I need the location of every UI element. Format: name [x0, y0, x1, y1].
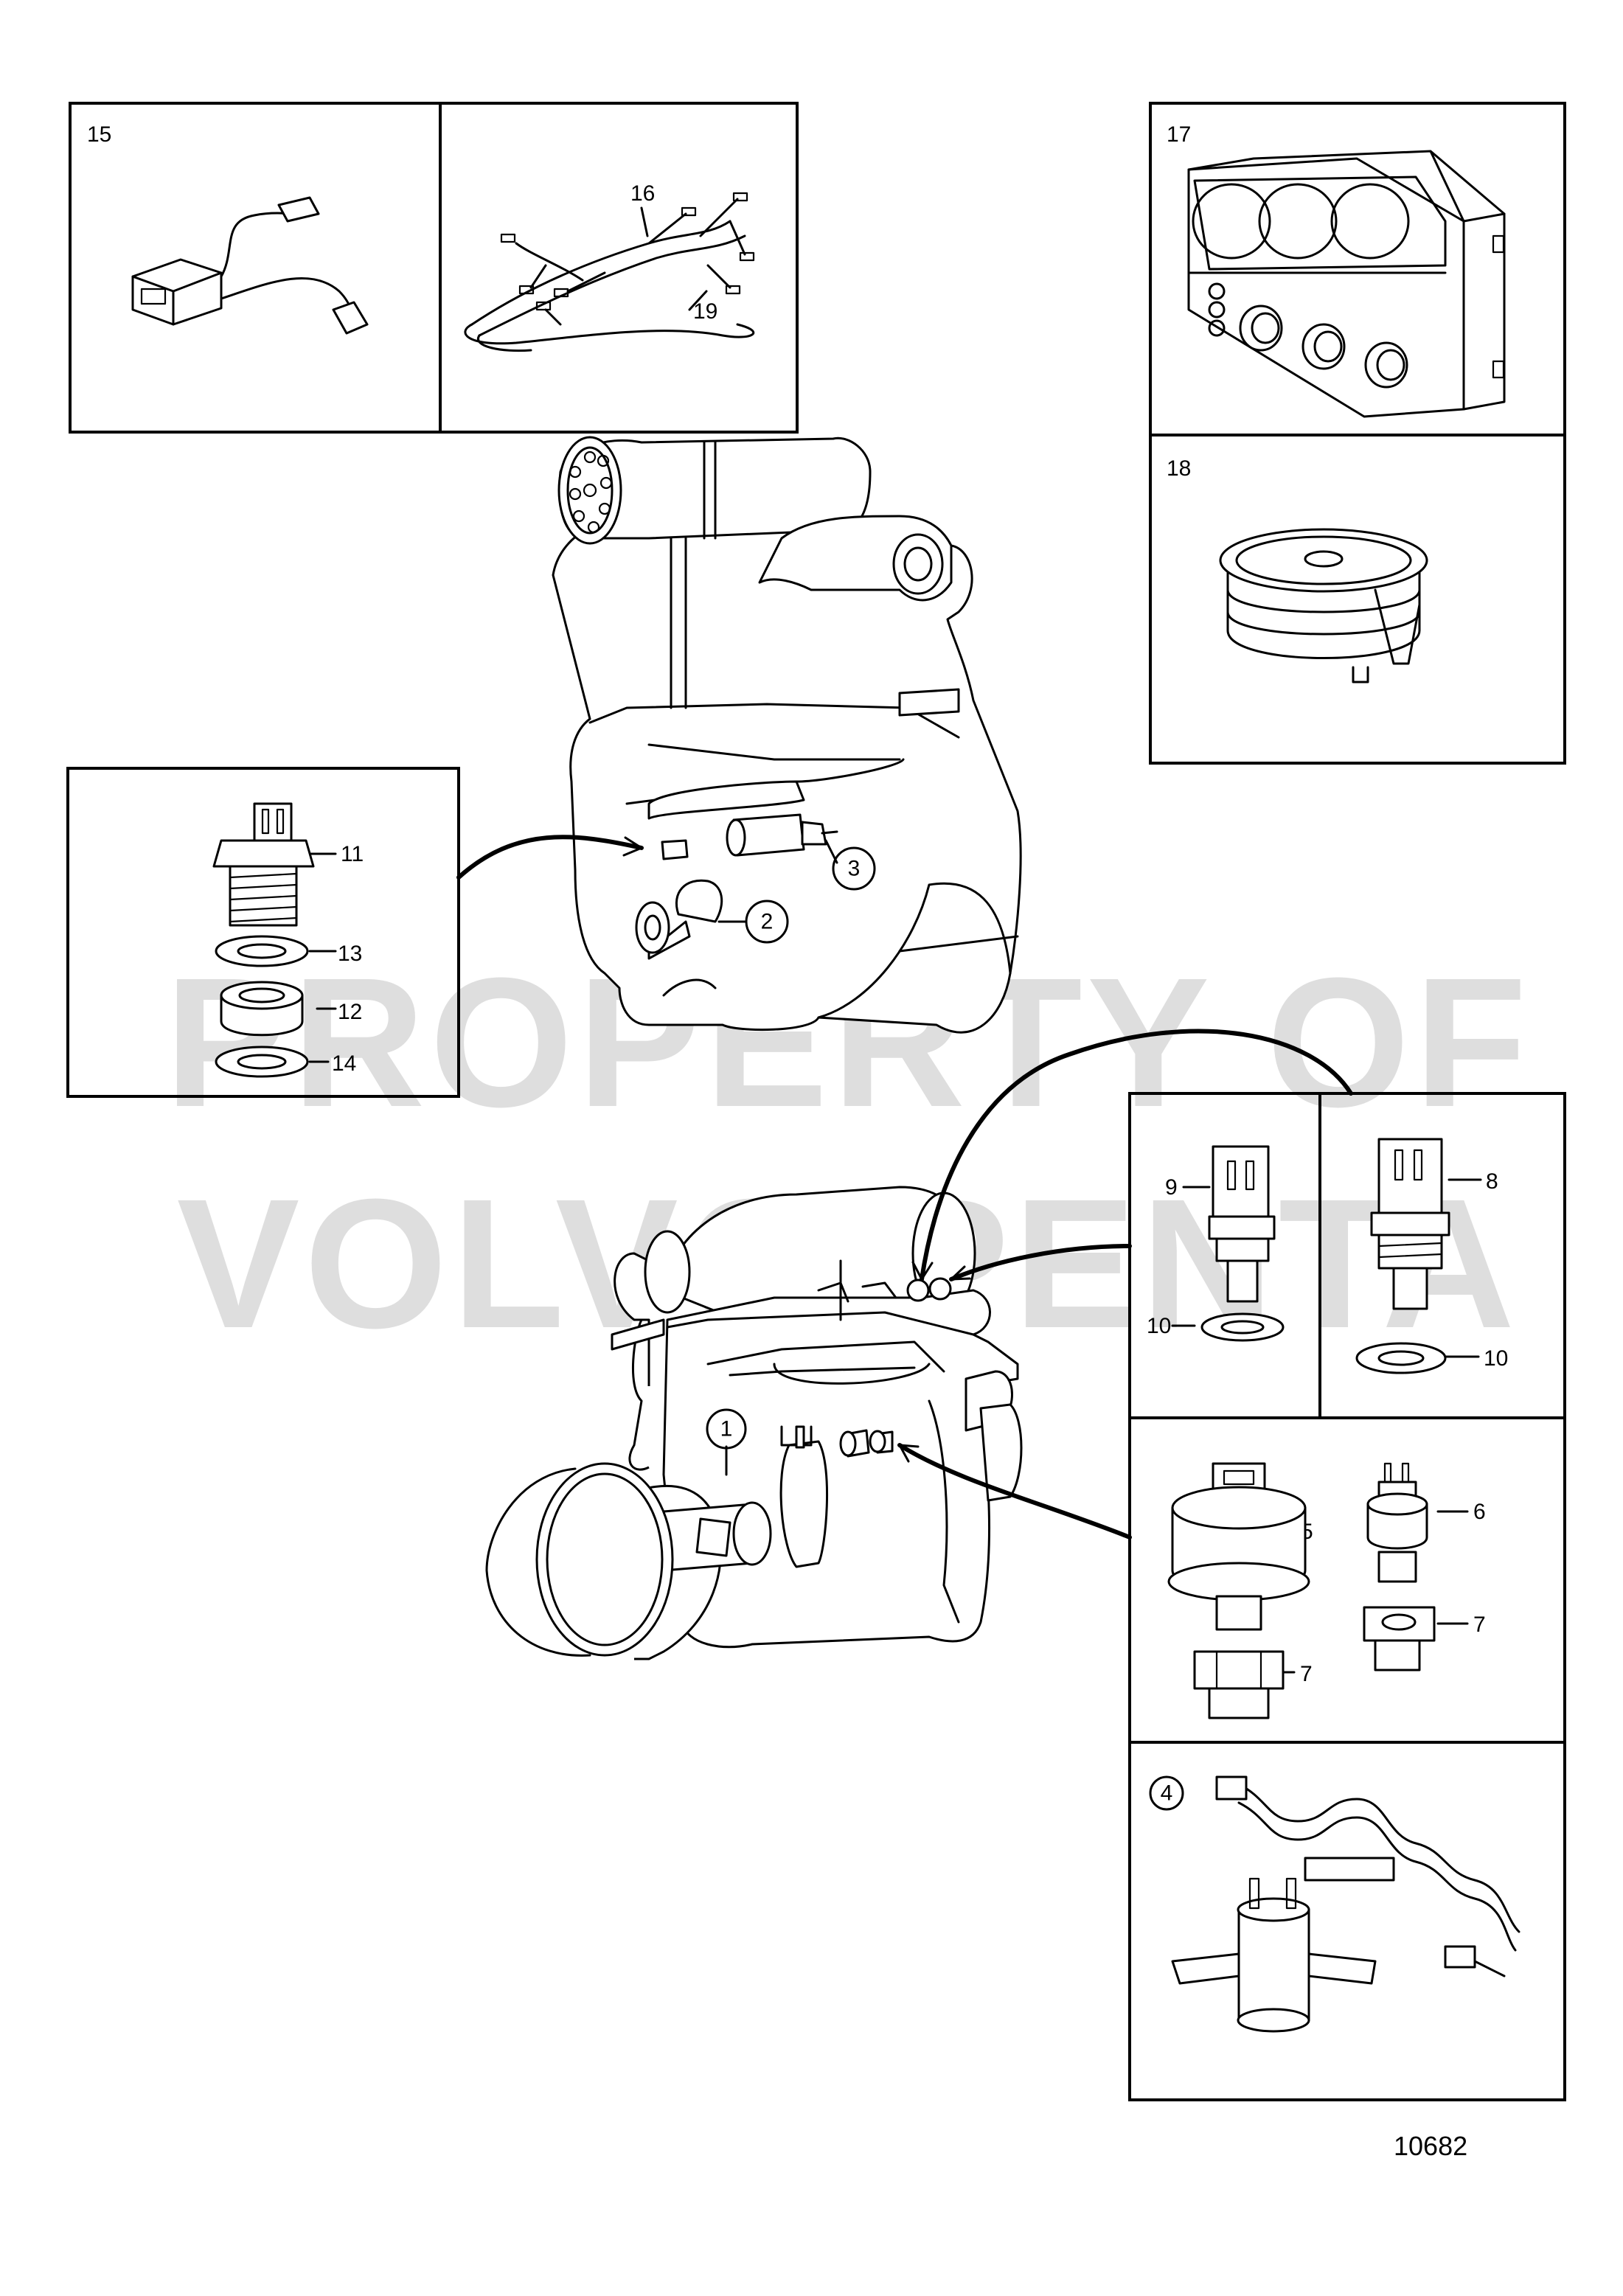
panel-glow-heater: 4 — [1128, 1741, 1566, 2101]
adapter-cable-illustration — [131, 196, 369, 335]
sensor-9-illustration — [1171, 1145, 1285, 1342]
panel-instrument-panel: 17 — [1149, 102, 1566, 436]
callout-2-bubble: 2 — [717, 900, 789, 944]
callout-2: 2 — [761, 910, 774, 934]
instrument-panel-illustration — [1187, 150, 1506, 418]
callout-11: 11 — [341, 842, 364, 866]
callout-3-bubble: 3 — [824, 839, 876, 891]
panel-temperature-sender: 11 13 12 14 — [66, 767, 460, 1098]
sender-parts-illustration — [212, 802, 337, 1078]
callout-12: 12 — [338, 1000, 362, 1024]
panel-gauge: 18 — [1149, 434, 1566, 765]
engine-upper-illustration — [552, 436, 1022, 1034]
wiring-harness-illustration — [464, 192, 755, 352]
callout-18: 18 — [1167, 456, 1191, 481]
sensor-8-illustration — [1355, 1138, 1482, 1374]
callout-10a: 10 — [1147, 1314, 1171, 1338]
panel-pressure-senders: 5 6 7 7 — [1128, 1416, 1566, 1744]
callout-1-bubble: 1 — [706, 1408, 747, 1476]
callout-19: 19 — [693, 299, 717, 324]
callout-9: 9 — [1165, 1175, 1178, 1200]
panel-sensor-9: 9 10 — [1128, 1092, 1321, 1419]
callout-4: 4 — [1161, 1781, 1173, 1806]
panel-sensor-8: 8 10 — [1318, 1092, 1566, 1419]
panel-wiring-adapter: 15 — [69, 102, 442, 434]
engine-lower-illustration — [485, 1186, 1023, 1660]
callout-7a: 7 — [1300, 1662, 1313, 1686]
callout-17: 17 — [1167, 122, 1191, 147]
pressure-senders-illustration — [1167, 1462, 1469, 1719]
callout-16: 16 — [630, 181, 655, 206]
callout-15: 15 — [87, 122, 111, 147]
heater-illustration — [1171, 1775, 1521, 2033]
callout-8: 8 — [1486, 1169, 1498, 1194]
gauge-illustration — [1219, 528, 1428, 683]
callout-10b: 10 — [1484, 1346, 1508, 1371]
callout-4-bubble: 4 — [1149, 1775, 1184, 1811]
callout-1: 1 — [720, 1417, 733, 1441]
panel-wiring-harness: 16 19 — [439, 102, 799, 434]
leader-arrows — [456, 835, 1353, 1540]
callout-6: 6 — [1473, 1500, 1486, 1524]
figure-reference-number: 10682 — [1394, 2131, 1467, 2161]
callout-7b: 7 — [1473, 1613, 1486, 1637]
callout-13: 13 — [338, 942, 362, 966]
callout-3: 3 — [848, 857, 861, 881]
callout-14: 14 — [332, 1051, 356, 1076]
